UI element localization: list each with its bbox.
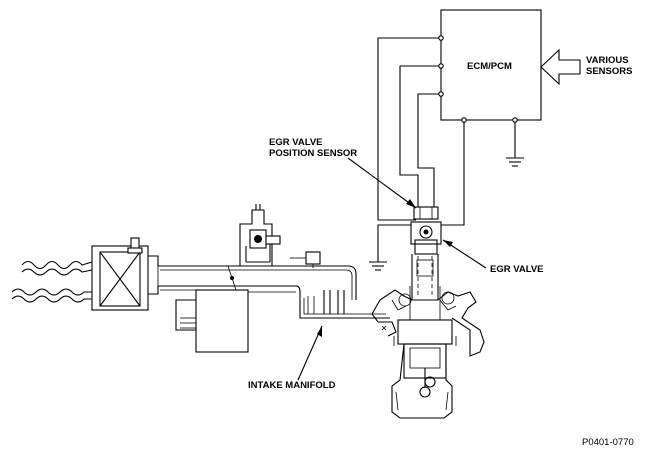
egr-position-sensor-label-line2: POSITION SENSOR — [269, 148, 358, 159]
egr-position-sensor-label-line1: EGR VALVE — [269, 137, 323, 148]
manifold-callout-arrow — [297, 325, 323, 381]
map-sensor — [290, 251, 321, 268]
egr-passage — [411, 254, 439, 300]
idle-air-control — [239, 204, 281, 266]
various-sensors-label-line1: VARIOUS — [586, 55, 629, 66]
figure-id-label: P0401-0770 — [582, 437, 634, 448]
ecm-ground-symbol — [506, 157, 524, 167]
valve-callout-arrow — [442, 239, 487, 269]
engine-cross-section — [371, 286, 485, 419]
ecm-label: ECM/PCM — [467, 61, 512, 72]
egr-valve-label: EGR VALVE — [490, 264, 544, 275]
sensor-callout-arrow — [347, 157, 417, 209]
ecm-wiring — [377, 37, 516, 262]
valve-ground-symbol — [369, 261, 387, 271]
air-intake-ducts — [11, 260, 93, 303]
ecm-terminals — [438, 35, 518, 123]
egr-position-sensor — [413, 206, 439, 220]
sensor-input-arrow — [540, 48, 581, 86]
air-cleaner — [91, 245, 149, 311]
various-sensors-label-line2: SENSORS — [586, 66, 633, 77]
intake-manifold — [220, 285, 390, 319]
intake-air-temp-sensor — [127, 237, 143, 254]
egr-valve — [410, 221, 442, 255]
intake-manifold-label: INTAKE MANIFOLD — [248, 380, 336, 391]
intake-tube — [148, 255, 357, 300]
throttle-body — [175, 289, 249, 353]
